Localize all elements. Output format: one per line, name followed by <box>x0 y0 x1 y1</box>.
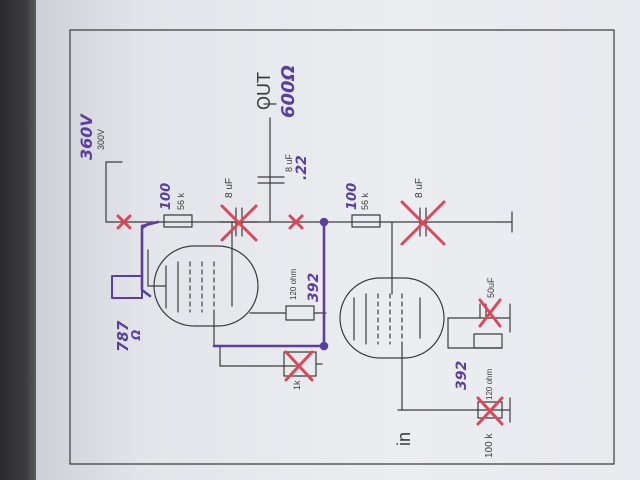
label-out: OUT <box>254 72 274 110</box>
desk-background <box>0 0 42 480</box>
label-cap-out-new: .22 <box>294 155 310 180</box>
resistor-cathode-2 <box>473 333 503 349</box>
resistor-plate-1 <box>163 214 193 228</box>
label-r-cathode-new: 392 <box>454 361 470 390</box>
label-cap-1: 8 uF <box>224 178 235 198</box>
cross-cap-cathode <box>478 298 502 328</box>
label-r-plate-2-new: 100 <box>345 183 360 210</box>
cross-out-node <box>288 214 304 230</box>
resistor-mid <box>285 305 315 321</box>
label-r-plate-1-new: 100 <box>159 183 174 210</box>
label-r-1k: 1k <box>292 380 302 390</box>
cross-1k <box>284 350 314 382</box>
label-cap-out-old: 8 uF <box>284 153 294 172</box>
resistor-plate-2 <box>351 214 381 228</box>
label-supply-new: 360V <box>77 113 96 160</box>
paper-sheet <box>36 0 640 480</box>
cross-cap-2 <box>400 200 446 246</box>
label-out-impedance: 600Ω <box>278 65 299 118</box>
label-cap-2: 8 uF <box>414 178 425 198</box>
label-supply-old: 300V <box>96 129 106 150</box>
cross-100k <box>476 396 504 426</box>
label-cap-cathode: 50uF <box>486 277 496 298</box>
schematic-frame <box>69 29 615 465</box>
resistor-100k <box>477 401 503 419</box>
cross-cap-1 <box>220 204 258 242</box>
label-input: in <box>394 432 414 446</box>
label-r-cathode-old: 120 ohm <box>485 369 494 400</box>
circuit-ink <box>105 103 513 423</box>
label-r-mid-new: 392 <box>306 273 322 302</box>
label-r-100k: 100 k <box>484 433 495 458</box>
cross-outs <box>116 200 504 426</box>
resistor-787 <box>111 275 143 299</box>
label-r-left-new: 787 <box>114 320 132 352</box>
label-r-plate-2-old: 56 k <box>360 192 370 210</box>
cross-supply <box>116 214 132 230</box>
label-r-mid-old: 120 ohm <box>289 269 298 300</box>
tube-1-envelope <box>153 245 259 327</box>
label-r-plate-1-old: 56 k <box>176 192 186 210</box>
label-r-left-unit: Ω <box>129 330 143 341</box>
circuit-marker <box>111 217 329 351</box>
